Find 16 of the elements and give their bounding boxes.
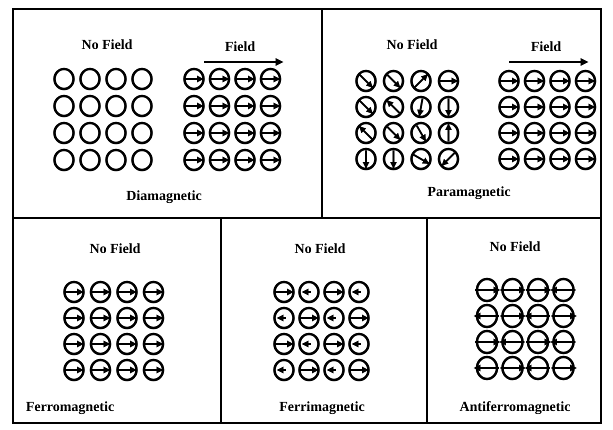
diagram-panel [12,8,323,219]
field-heading: Field [224,40,256,56]
material-label: Ferrimagnetic [279,400,365,416]
condition-heading: No Field [90,242,140,258]
diagram-panel [12,217,222,424]
material-label: Ferromagnetic [26,400,114,416]
condition-heading: No Field [490,240,540,256]
material-label: Paramagnetic [427,185,511,201]
condition-heading: No Field [294,242,346,258]
condition-heading: No Field [386,38,438,54]
material-label: Diamagnetic [126,189,202,205]
diagram-panel [426,217,602,424]
diagram-panel [321,8,602,219]
field-heading: Field [530,40,562,56]
condition-heading: No Field [82,38,132,54]
material-label: Antiferromagnetic [460,400,570,416]
